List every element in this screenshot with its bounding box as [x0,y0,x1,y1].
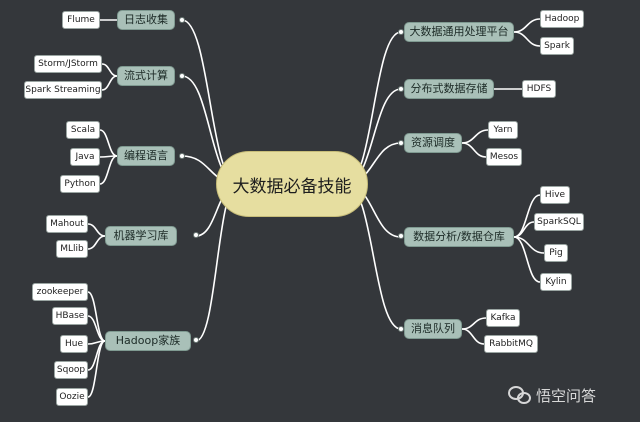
leaf-rabbitmq: RabbitMQ [484,335,538,353]
leaf-java: Java [70,148,100,166]
connector-line [101,63,118,77]
branch-log: 日志收集 [117,10,175,30]
leaf-mllib-label: MLlib [60,244,84,254]
leaf-oozie-label: Oozie [59,392,85,402]
leaf-mesos-label: Mesos [489,152,519,162]
leaf-scala-label: Scala [70,125,96,135]
leaf-sqoop: Sqoop [54,361,88,379]
leaf-mllib: MLlib [56,240,88,258]
branch-lang-label: 编程语言 [124,149,168,162]
leaf-kylin: Kylin [540,273,572,291]
leaf-flume: Flume [62,11,100,29]
center-node: 大数据必备技能 [216,151,368,217]
leaf-hdfs-label: HDFS [526,84,552,94]
leaf-hadoop-label: Hadoop [544,14,580,24]
branch-mq-label: 消息队列 [411,322,455,335]
leaf-spark-streaming: Spark Streaming [24,81,102,99]
leaf-mahout: Mahout [46,215,88,233]
connector-dot [398,326,404,332]
leaf-kylin-label: Kylin [545,277,567,287]
branch-mq: 消息队列 [404,319,462,339]
leaf-hdfs: HDFS [522,80,556,98]
leaf-sqoop-label: Sqoop [56,365,86,375]
branch-log-label: 日志收集 [124,13,168,26]
leaf-flume-label: Flume [67,15,95,25]
connector-line [513,236,541,283]
connector-line [99,155,118,185]
connector-dot [398,233,404,239]
watermark-label: 悟空问答 [536,386,597,405]
connector-line [461,142,487,158]
leaf-hue-label: Hue [64,339,83,349]
branch-analysis-label: 数据分析/数据仓库 [413,230,505,243]
leaf-kafka-label: Kafka [490,313,516,323]
leaf-rabbitmq-label: RabbitMQ [489,339,533,349]
connector-line [461,328,485,345]
branch-stream-label: 流式计算 [124,69,168,82]
leaf-kafka: Kafka [486,309,520,327]
leaf-python: Python [60,175,100,193]
branch-ml: 机器学习库 [105,226,177,246]
leaf-sparksql-label: SparkSQL [537,217,581,227]
branch-ml-label: 机器学习库 [113,229,169,242]
leaf-zookeeper: zookeeper [32,283,88,301]
connector-dot [193,337,199,343]
branch-sched: 资源调度 [404,133,462,153]
connector-dot [398,29,404,35]
connector-dot [398,140,404,146]
leaf-python-label: Python [64,179,96,189]
leaf-oozie: Oozie [56,388,88,406]
connector-dot [179,153,185,159]
connector-line [461,129,489,144]
connector-dot [193,232,199,238]
branch-lang: 编程语言 [117,146,175,166]
branch-storage-label: 分布式数据存储 [410,82,488,95]
connector-dot [179,17,185,23]
leaf-zookeeper-label: zookeeper [36,287,84,297]
leaf-hadoop: Hadoop [540,10,584,28]
leaf-sparksql: SparkSQL [534,213,584,231]
leaf-mahout-label: Mahout [50,219,84,229]
leaf-hive: Hive [540,186,570,204]
leaf-spark-streaming-label: Spark Streaming [25,85,101,95]
center-label: 大数据必备技能 [232,176,352,197]
branch-platform: 大数据通用处理平台 [404,22,514,42]
branch-platform-label: 大数据通用处理平台 [409,25,509,38]
branch-hadoop-label: Hadoop家族 [115,334,181,347]
chat-bubbles-icon [508,386,531,404]
leaf-spark-label: Spark [544,41,570,51]
leaf-spark: Spark [540,37,574,55]
connector-line [87,235,106,250]
leaf-scala: Scala [66,121,100,139]
branch-storage: 分布式数据存储 [404,79,494,99]
leaf-java-label: Java [75,152,95,162]
connector-line [513,31,541,47]
connector-dot [179,73,185,79]
branch-hadoop: Hadoop家族 [105,331,191,351]
connector-line [87,340,106,398]
leaf-yarn-label: Yarn [493,125,513,135]
branch-stream: 流式计算 [117,66,175,86]
leaf-storm-label: Storm/JStorm [38,59,98,69]
leaf-hbase-label: HBase [55,311,85,321]
watermark: 悟空问答 [508,384,596,406]
leaf-hue: Hue [60,335,88,353]
leaf-mesos: Mesos [486,148,522,166]
leaf-hbase: HBase [52,307,88,325]
connector-line [513,18,541,33]
leaf-storm: Storm/JStorm [34,55,102,73]
leaf-yarn: Yarn [488,121,518,139]
leaf-pig-label: Pig [549,248,563,258]
branch-analysis: 数据分析/数据仓库 [404,227,514,247]
leaf-hive-label: Hive [544,190,566,200]
connector-dot [398,86,404,92]
leaf-pig: Pig [544,244,568,262]
connector-line [87,223,106,237]
connector-line [99,129,118,157]
connector-line [101,75,118,91]
branch-sched-label: 资源调度 [411,136,455,149]
connector-line [461,317,487,330]
